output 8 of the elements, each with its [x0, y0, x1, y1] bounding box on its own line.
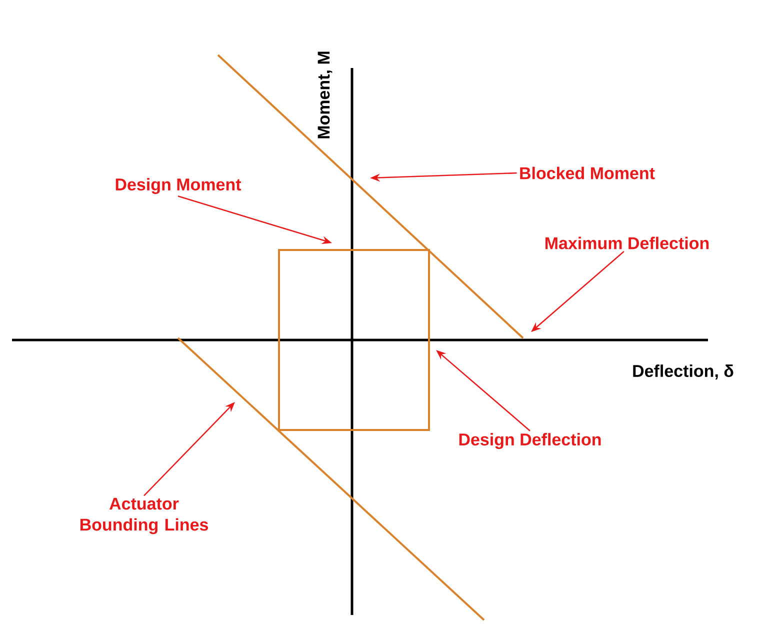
design-box — [278, 249, 430, 431]
axis-label: Deflection, δ — [633, 364, 734, 380]
callout-label: Maximum Deflection — [546, 236, 709, 250]
callout-label: Blocked Moment — [520, 166, 655, 180]
callout-label: Actuator Bounding Lines — [80, 498, 208, 534]
axis-label: Moment, M — [318, 52, 332, 138]
callout-label: Design Moment — [116, 178, 242, 194]
callout-label: Design Deflection — [459, 433, 601, 449]
